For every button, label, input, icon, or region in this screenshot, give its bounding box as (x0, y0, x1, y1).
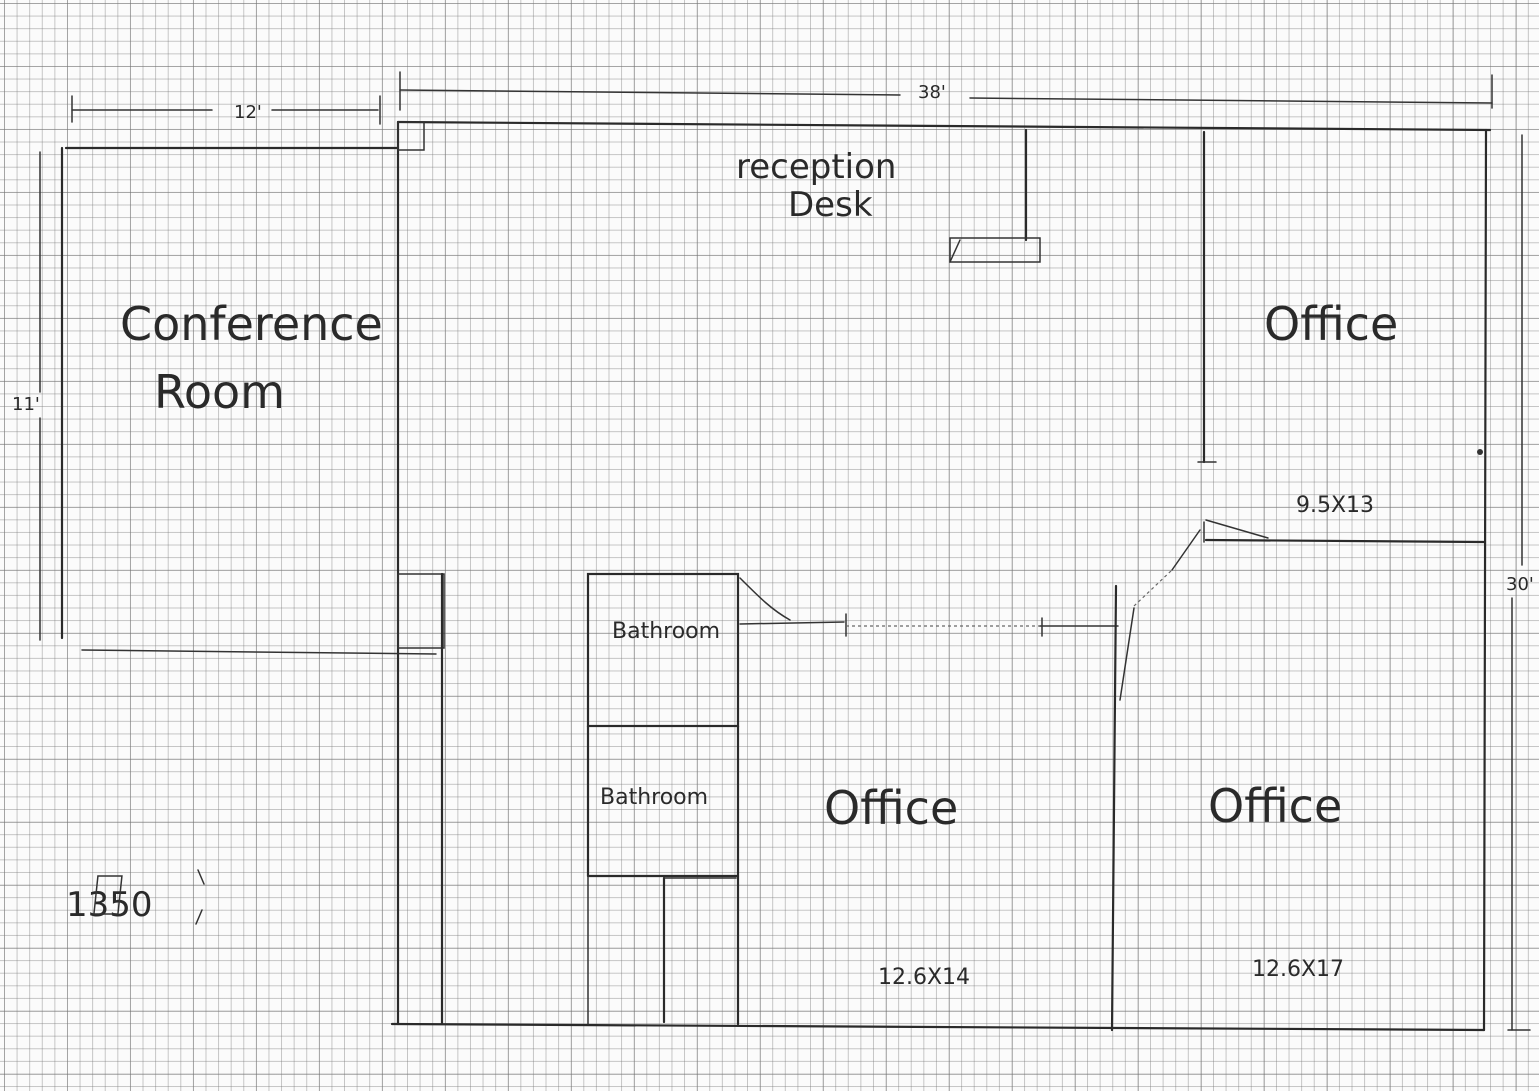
office-top-right-walls (1171, 130, 1486, 571)
reception-desk-shape (949, 237, 1041, 263)
dimension-30ft: 30' (1506, 134, 1534, 1031)
main-building-walls (390, 120, 1492, 1032)
office-center-size: 12.6X14 (878, 965, 970, 990)
dimension-38ft-label: 38' (918, 82, 946, 103)
hallway-walls (739, 569, 1173, 1032)
office-bottom-right-label: Office (1208, 779, 1342, 833)
conference-label-line2: Room (154, 365, 285, 419)
total-area-note: 1350 (66, 869, 205, 925)
office-center-label: Office (824, 781, 958, 835)
office-top-right-size: 9.5X13 (1296, 493, 1374, 518)
office-bottom-right-size: 12.6X17 (1252, 957, 1344, 982)
total-area-value: 1350 (66, 885, 153, 925)
dimension-11ft: 11' (12, 151, 41, 641)
bathroom-walls (586, 572, 791, 1026)
reception-label-line2: Desk (788, 185, 873, 225)
dimension-12ft-label: 12' (234, 102, 262, 123)
conference-room-walls (60, 146, 437, 655)
conference-label-line1: Conference (120, 297, 383, 351)
dimension-38ft: 38' (399, 71, 1493, 111)
bathroom-1-label: Bathroom (612, 619, 720, 644)
dimension-12ft: 12' (71, 95, 381, 125)
reception-area (949, 128, 1041, 263)
bathroom-2-label: Bathroom (600, 785, 708, 810)
dimension-30ft-label: 30' (1506, 574, 1534, 595)
dimension-11ft-label: 11' (12, 394, 40, 415)
reception-label-line1: reception (736, 147, 896, 187)
office-top-right-label: Office (1264, 297, 1398, 351)
